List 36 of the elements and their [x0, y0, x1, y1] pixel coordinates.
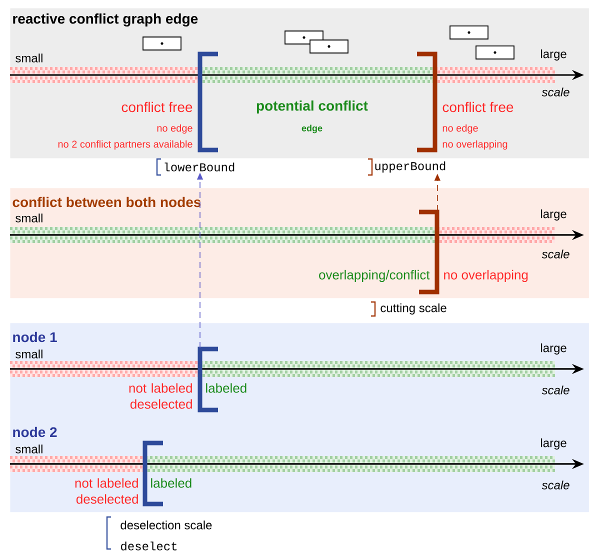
panel-heading: reactive conflict graph edge	[13, 13, 198, 27]
axis-label: scale	[542, 386, 570, 394]
scale-end-label: large	[541, 343, 566, 355]
region-label: labeled	[151, 478, 192, 488]
axis-label: scale	[542, 88, 570, 96]
bracket	[417, 52, 438, 152]
region-label: not labeled deselected	[75, 478, 138, 504]
scale-end-label: large	[541, 49, 566, 61]
region-label: potential conflict	[256, 100, 368, 114]
region-label: conflict free	[442, 102, 514, 112]
region-note: edge	[302, 124, 322, 134]
region-label: overlapping/conflict	[319, 270, 430, 282]
scale-end-label: small	[16, 54, 42, 62]
code-label: upperBound	[375, 161, 446, 173]
region-label: labeled	[206, 383, 246, 393]
scale-end-label: large	[541, 209, 566, 221]
panel-heading: conflict between both nodes	[12, 196, 201, 208]
scale-name: deselect	[121, 542, 177, 550]
region-label: not labeled deselected	[129, 383, 192, 409]
region-note: no edge	[157, 124, 192, 134]
axis-label: scale	[542, 250, 570, 258]
code-label: lowerBound	[164, 162, 234, 172]
axis-label: scale	[542, 480, 570, 490]
region-label: no overlapping	[444, 270, 528, 282]
scale-end-label: small	[16, 444, 42, 454]
scale-end-label: small	[16, 350, 42, 358]
panel-heading: node 2	[13, 426, 57, 438]
scale-end-label: small	[16, 214, 42, 222]
region-note: no 2 conflict partners available	[58, 140, 192, 150]
panel-heading: node 1	[13, 332, 57, 342]
bracket	[198, 52, 218, 152]
region-note: no overlapping	[442, 140, 508, 150]
region-label: conflict free	[122, 102, 192, 112]
scale-name: deselection scale	[120, 520, 212, 530]
scale-end-label: large	[541, 438, 566, 450]
region-note: no edge	[442, 124, 478, 134]
